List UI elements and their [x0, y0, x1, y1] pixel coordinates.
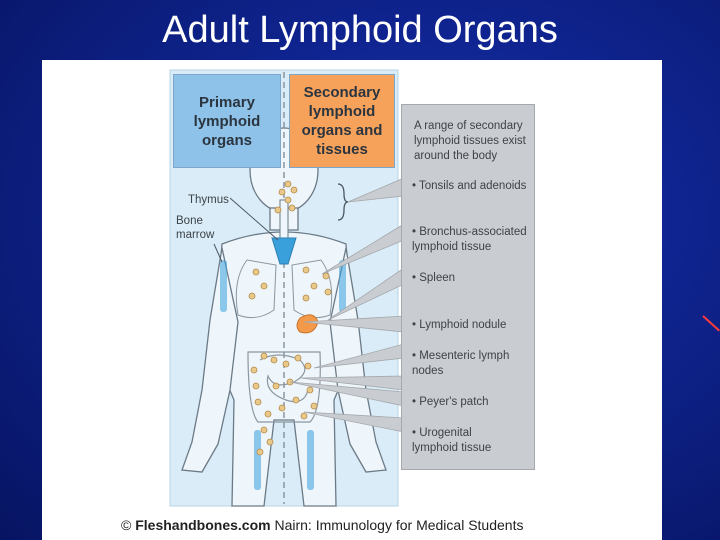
bone-marrow [220, 260, 346, 490]
secondary-box-label: Secondary lymphoid organs and tissues [301, 84, 383, 158]
bone-marrow-label: Bone marrow [176, 215, 215, 241]
panel-item: • Lymphoid nodule [412, 319, 507, 331]
lymphoid-figure: Primary lymphoid organs Secondary lympho… [42, 60, 662, 540]
trachea [279, 199, 289, 241]
primary-box-label: Primary lymphoid organs [193, 93, 261, 149]
decorative-line [702, 315, 720, 332]
panel-item: • Spleen [412, 272, 456, 284]
thymus-organ [271, 237, 297, 265]
thymus-label: Thymus [188, 194, 229, 206]
slide-title: Adult Lymphoid Organs [162, 9, 558, 51]
panel-item: • Mesenteric lymph nodes [412, 350, 510, 377]
panel-item: • Tonsils and adenoids [412, 180, 527, 192]
secondary-tissues-panel: A range of secondary lymphoid tissues ex… [401, 104, 535, 470]
panel-item: • Urogenital lymphoid tissue [412, 427, 492, 454]
copyright-symbol: © [121, 517, 132, 533]
figure-credit: © Fleshandbones.com Nairn: Immunology fo… [121, 517, 523, 533]
panel-pointers [289, 177, 405, 433]
panel-intro: A range of secondary lymphoid tissues ex… [414, 120, 526, 162]
credit-source: Nairn: Immunology for Medical Students [274, 517, 524, 533]
left-pointers [213, 197, 279, 263]
secondary-lymphoid-box: Secondary lymphoid organs and tissues [289, 74, 395, 168]
credit-brand: Fleshandbones.com [135, 517, 271, 533]
spleen-organ [296, 314, 319, 334]
lymph-node-dots [248, 180, 332, 456]
panel-item: • Bronchus-associated lymphoid tissue [412, 226, 527, 253]
panel-item: • Peyer's patch [412, 396, 489, 408]
primary-lymphoid-box: Primary lymphoid organs [173, 74, 281, 168]
